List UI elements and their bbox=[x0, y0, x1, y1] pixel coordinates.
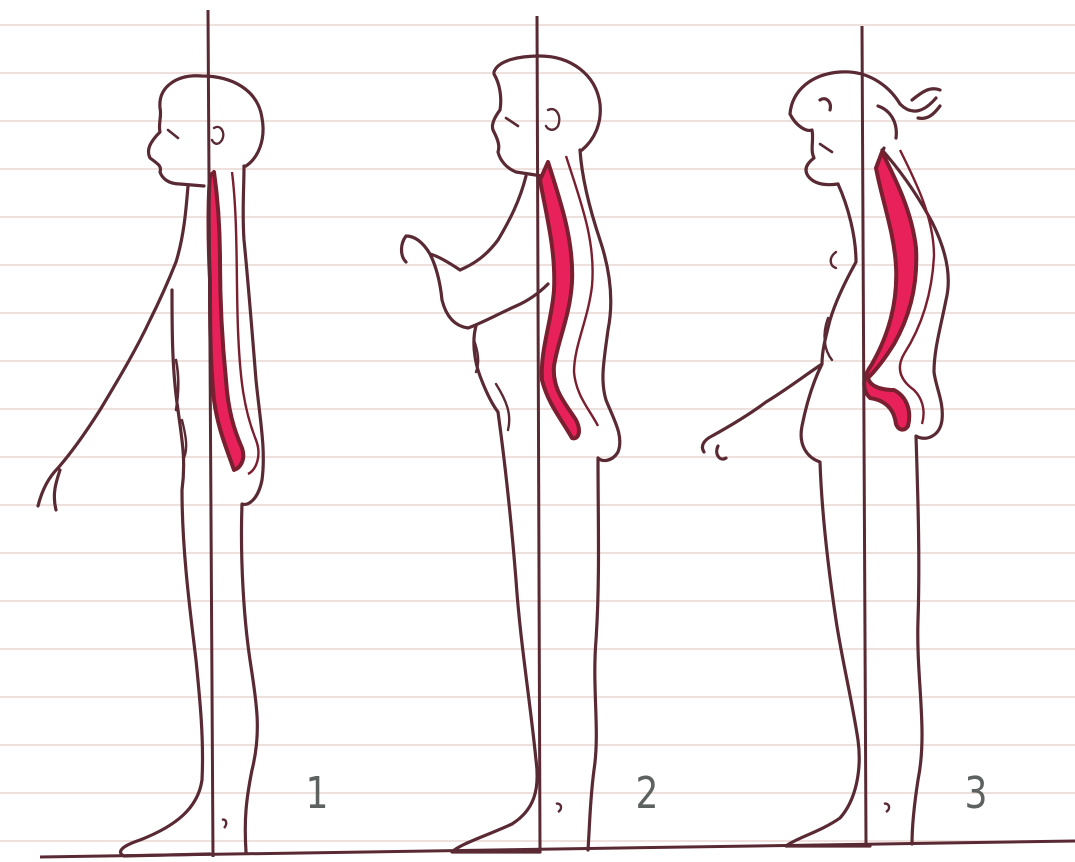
figure-2-body-outline bbox=[402, 150, 620, 852]
figure-1-plumb-line bbox=[208, 10, 213, 857]
figure-3-spine bbox=[864, 152, 916, 430]
figure-2 bbox=[402, 56, 620, 852]
figure-2-plumb-line bbox=[537, 16, 540, 852]
figure-3-head bbox=[790, 72, 940, 185]
figure-3-number: 3 bbox=[965, 772, 988, 816]
figure-2-spine bbox=[540, 162, 579, 438]
figure-2-number: 2 bbox=[636, 772, 659, 816]
figure-1-body-outline bbox=[38, 166, 263, 856]
figure-3-plumb-line bbox=[862, 26, 866, 844]
figure-1-number: 1 bbox=[306, 772, 329, 816]
figure-1 bbox=[38, 76, 263, 856]
figure-2-head bbox=[492, 56, 600, 176]
figure-3 bbox=[702, 72, 948, 846]
